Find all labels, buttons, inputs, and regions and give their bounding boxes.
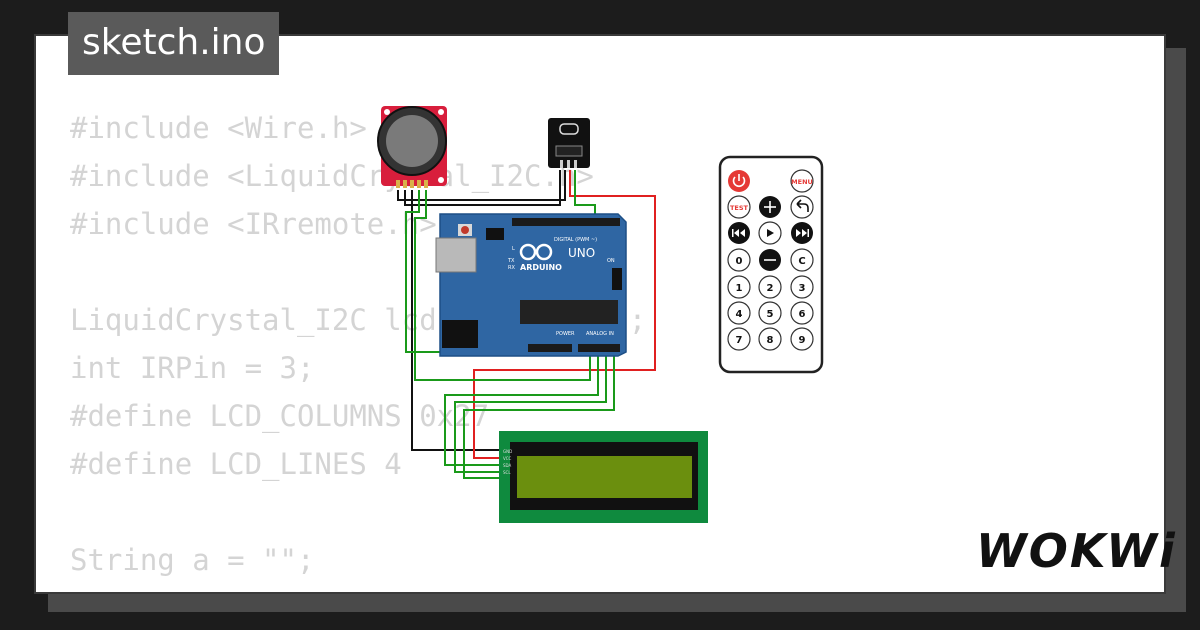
joystick-module[interactable] — [377, 106, 447, 188]
menu-label: MENU — [791, 178, 813, 186]
rewind-icon — [734, 229, 745, 237]
digit-9-button[interactable]: 9 — [790, 327, 814, 351]
code-line: #define LCD_LINES 4 — [70, 447, 402, 481]
analog-header — [578, 344, 620, 352]
fast-forward-button[interactable] — [791, 222, 813, 244]
digit-3-button[interactable]: 3 — [790, 275, 814, 299]
digit-label: 1 — [736, 283, 743, 294]
wire-green — [454, 350, 607, 473]
wire-green — [405, 190, 440, 353]
test-button[interactable]: TEST — [727, 195, 751, 219]
wire-green — [414, 190, 591, 381]
digit-label: 0 — [736, 256, 743, 267]
minus-button[interactable] — [759, 249, 781, 271]
digit-0-button[interactable]: 0 — [727, 248, 751, 272]
code-line: String b = ""; — [70, 584, 646, 592]
code-line: String a = ""; — [70, 543, 315, 577]
fast-forward-icon — [796, 229, 807, 237]
rx-label: RX — [508, 265, 515, 271]
wire-green — [574, 170, 596, 220]
on-label: ON — [607, 258, 615, 264]
power-header — [528, 344, 572, 352]
power-button[interactable] — [728, 170, 750, 192]
power-label: POWER — [556, 331, 575, 337]
lcd-pin-label: GND — [503, 449, 512, 454]
rewind-button[interactable] — [728, 222, 750, 244]
wire-green — [463, 350, 615, 479]
wire-red — [473, 170, 656, 459]
wires — [397, 170, 656, 479]
digit-7-button[interactable]: 7 — [727, 327, 751, 351]
back-button[interactable] — [790, 195, 814, 219]
digital-label: DIGITAL (PWM ~) — [554, 237, 597, 243]
digit-label: 8 — [767, 335, 774, 346]
ir-receiver[interactable] — [548, 118, 590, 168]
file-title: sketch.ino — [68, 12, 280, 75]
digit-label: 3 — [799, 283, 806, 294]
atmega-chip — [520, 300, 618, 324]
digit-1-button[interactable]: 1 — [727, 275, 751, 299]
analog-label: ANALOG IN — [586, 331, 614, 337]
board-name: UNO — [568, 246, 595, 260]
l-label: L — [512, 246, 515, 252]
lcd-pin-label: VCC — [503, 456, 512, 461]
digit-label: 7 — [736, 335, 743, 346]
power-jack — [442, 320, 478, 348]
clear-label: C — [798, 256, 805, 267]
digit-2-button[interactable]: 2 — [758, 275, 782, 299]
play-button[interactable] — [758, 221, 782, 245]
code-line: #include <Wire.h> — [70, 111, 367, 145]
ir-remote[interactable]: MENU TEST — [718, 155, 824, 374]
arduino-uno-board[interactable]: ARDUINO UNO DIGITAL (PWM ~) ANALOG IN PO… — [435, 213, 627, 357]
tx-label: TX — [507, 258, 515, 264]
wire-black — [397, 170, 566, 201]
wokwi-logo: WOKWi — [976, 524, 1177, 578]
usb-connector — [435, 237, 477, 273]
code-line: #include <IRremote.h> — [70, 207, 437, 241]
back-arrow-icon — [796, 199, 809, 212]
digit-6-button[interactable]: 6 — [790, 301, 814, 325]
digit-label: 2 — [767, 283, 774, 294]
clear-button[interactable]: C — [790, 248, 814, 272]
menu-button[interactable]: MENU — [790, 169, 814, 193]
digit-label: 5 — [767, 309, 774, 320]
arduino-logo-icon — [519, 243, 553, 261]
test-label: TEST — [730, 204, 749, 212]
digit-8-button[interactable]: 8 — [758, 327, 782, 351]
digit-label: 6 — [799, 309, 806, 320]
plus-button[interactable] — [759, 196, 781, 218]
lcd-display[interactable]: GND VCC SDA SCL — [499, 431, 708, 523]
digit-label: 4 — [736, 309, 743, 320]
lcd-pin-label: SCL — [503, 470, 511, 475]
digit-5-button[interactable]: 5 — [758, 301, 782, 325]
digit-4-button[interactable]: 4 — [727, 301, 751, 325]
lcd-pin-label: SDA — [503, 463, 512, 468]
lcd-screen — [517, 456, 692, 498]
play-icon — [767, 229, 774, 237]
arduino-brand: ARDUINO — [520, 263, 562, 272]
code-line: int IRPin = 3; — [70, 351, 315, 385]
wire-black — [404, 170, 561, 206]
digital-header — [512, 218, 620, 226]
digit-label: 9 — [799, 335, 806, 346]
